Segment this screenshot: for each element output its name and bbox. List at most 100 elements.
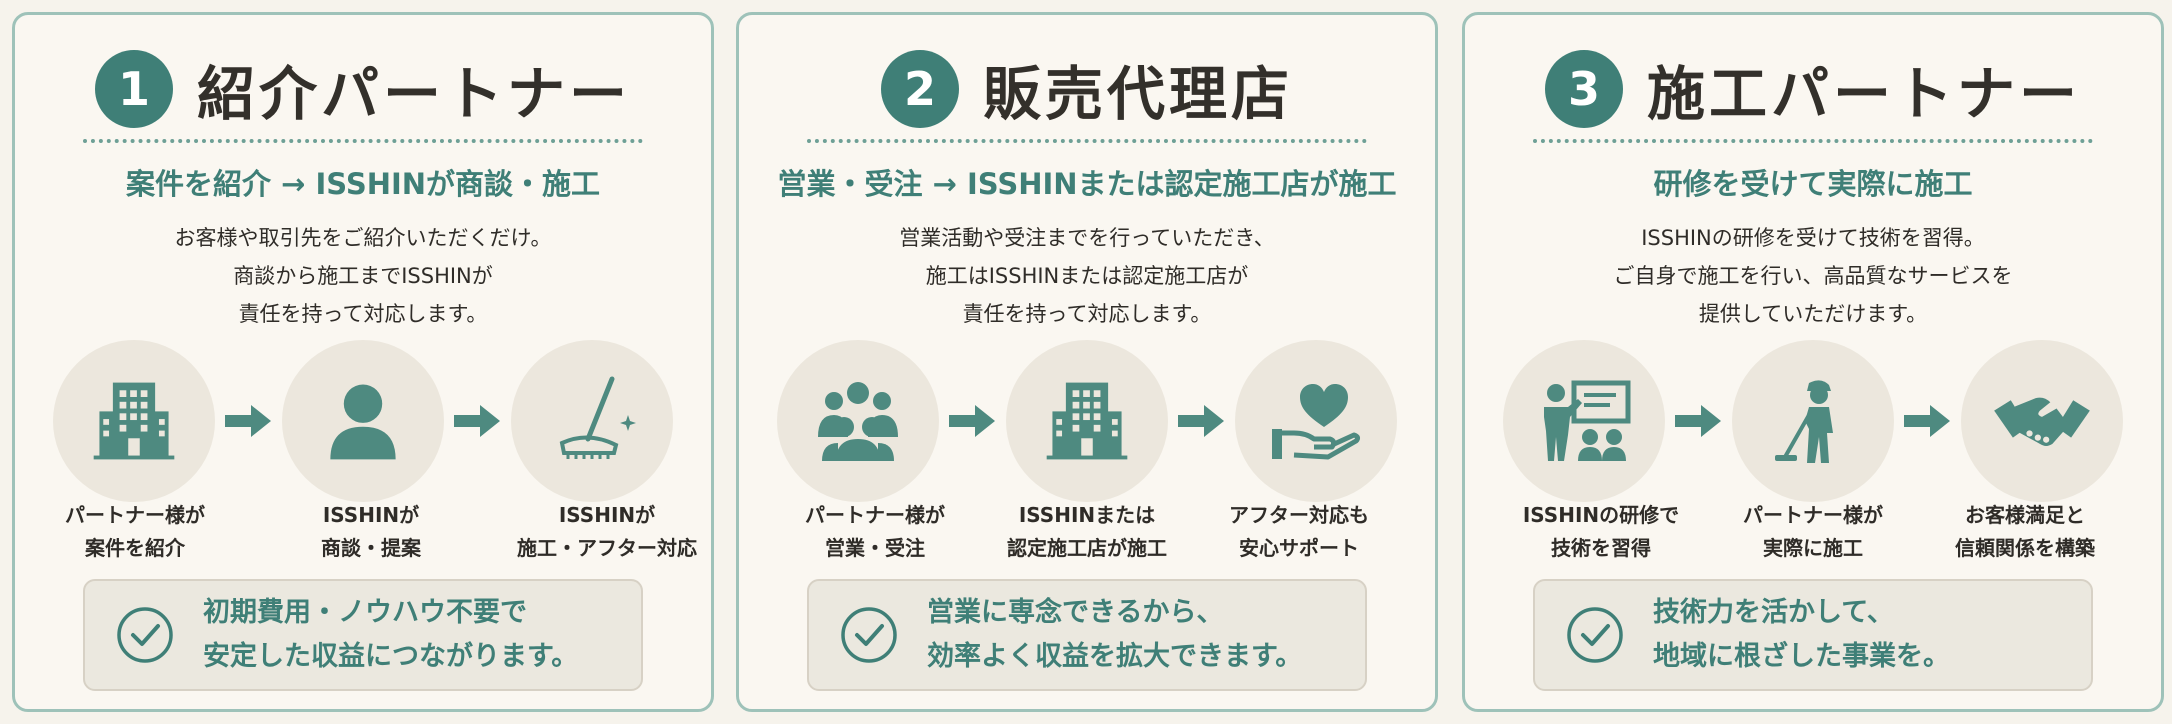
check-circle-icon [839,605,899,665]
step-label-line: アフター対応も [1229,503,1369,527]
step-label: ISSHINが 商談・提案 [273,499,469,565]
arrow-right-icon [454,401,502,441]
benefit-line: 地域に根ざした事業を。 [1653,641,1950,672]
training-icon [1534,371,1634,471]
card-description: お客様や取引先をご紹介いただくだけ。 商談から施工までISSHINが 責任を持っ… [15,219,711,333]
description-line: 責任を持って対応します。 [238,302,488,326]
description-line: お客様や取引先をご紹介いただくだけ。 [174,226,552,250]
person-icon [315,373,411,469]
dotted-divider [1533,139,2093,143]
handshake-icon [1990,369,2094,473]
process-flow [53,337,673,505]
card-subtitle: 案件を紹介 → ISSHINが商談・施工 [125,167,601,201]
step-label: ISSHINが 施工・アフター対応 [509,499,705,565]
card-subtitle: 営業・受注 → ISSHINまたは認定施工店が施工 [777,167,1397,201]
arrow-right-icon [1675,401,1723,441]
group-icon [808,371,908,471]
step-label-line: ISSHINが [322,503,420,527]
process-flow [1503,337,2123,505]
step-labels: パートナー様が 営業・受注 ISSHINまたは 認定施工店が施工 アフター対応も… [777,499,1397,565]
heart-hand-icon [1266,371,1366,471]
step-label-line: 技術を習得 [1551,536,1651,560]
benefit-text: 技術力を活かして、 地域に根ざした事業を。 [1653,591,1950,679]
description-line: 施工はISSHINまたは認定施工店が [925,264,1249,288]
step-number-badge: 2 [880,50,959,128]
step-label-line: パートナー様が [1743,503,1883,527]
step-number-badge: 1 [94,50,173,128]
benefit-banner: 営業に専念できるから、 効率よく収益を拡大できます。 [807,579,1367,691]
description-line: 責任を持って対応します。 [962,302,1212,326]
card-title: 販売代理店 [982,60,1293,128]
step-label-line: 実際に施工 [1763,536,1863,560]
step-label: ISSHINの研修で 技術を習得 [1503,499,1699,565]
benefit-banner: 初期費用・ノウハウ不要で 安定した収益につながります。 [83,579,643,691]
step-label-line: ISSHINの研修で [1522,503,1680,527]
arrow-right-icon [949,401,997,441]
card-title: 紹介パートナー [196,60,631,128]
step-circle [777,340,939,502]
benefit-text: 初期費用・ノウハウ不要で 安定した収益につながります。 [203,591,578,679]
benefit-text: 営業に専念できるから、 効率よく収益を拡大できます。 [927,591,1302,679]
step-label-line: 信頼関係を構築 [1955,536,2095,560]
benefit-line: 営業に専念できるから、 [927,597,1224,628]
step-label: ISSHINまたは 認定施工店が施工 [989,499,1185,565]
step-label: パートナー様が 案件を紹介 [37,499,233,565]
card-construction-partner: 3 施工パートナー 研修を受けて実際に施工 ISSHINの研修を受けて技術を習得… [1462,12,2164,712]
step-label-line: 営業・受注 [825,536,925,560]
process-flow [777,337,1397,505]
step-label: お客様満足と 信頼関係を構築 [1927,499,2123,565]
step-label: パートナー様が 営業・受注 [777,499,973,565]
step-labels: ISSHINの研修で 技術を習得 パートナー様が 実際に施工 お客様満足と 信頼… [1503,499,2123,565]
step-label-line: 施工・アフター対応 [517,536,697,560]
card-description: ISSHINの研修を受けて技術を習得。 ご自身で施工を行い、高品質なサービスを … [1465,219,2161,333]
step-circle [1503,340,1665,502]
dotted-divider [807,139,1367,143]
step-circle [282,340,444,502]
card-referral-partner: 1 紹介パートナー 案件を紹介 → ISSHINが商談・施工 お客様や取引先をご… [12,12,714,712]
card-sales-agent: 2 販売代理店 営業・受注 → ISSHINまたは認定施工店が施工 営業活動や受… [736,12,1438,712]
description-line: ご自身で施工を行い、高品質なサービスを [1613,264,2013,288]
description-line: 商談から施工までISSHINが [233,264,493,288]
arrow-right-icon [225,401,273,441]
mop-icon [542,371,642,471]
benefit-line: 初期費用・ノウハウ不要で [203,597,527,628]
step-labels: パートナー様が 案件を紹介 ISSHINが 商談・提案 ISSHINが 施工・ア… [37,499,705,565]
step-label: アフター対応も 安心サポート [1201,499,1397,565]
benefit-line: 技術力を活かして、 [1653,597,1894,628]
benefit-line: 安定した収益につながります。 [203,641,579,672]
card-description: 営業活動や受注までを行っていただき、 施工はISSHINまたは認定施工店が 責任… [739,219,1435,333]
step-label: パートナー様が 実際に施工 [1715,499,1911,565]
description-line: 提供していただけます。 [1698,302,1928,326]
description-line: 営業活動や受注までを行っていただき、 [899,226,1275,250]
step-label-line: ISSHINが [558,503,656,527]
step-circle [1235,340,1397,502]
step-label-line: ISSHINまたは [1018,503,1156,527]
card-subtitle: 研修を受けて実際に施工 [1653,167,1973,201]
step-label-line: パートナー様が [65,503,205,527]
step-circle [1732,340,1894,502]
step-label-line: パートナー様が [805,503,945,527]
arrow-right-icon [1178,401,1226,441]
step-label-line: 安心サポート [1239,536,1359,560]
card-header: 1 紹介パートナー [15,41,711,137]
dotted-divider [83,139,643,143]
check-circle-icon [1565,605,1625,665]
step-circle [1961,340,2123,502]
benefit-banner: 技術力を活かして、 地域に根ざした事業を。 [1533,579,2093,691]
building-icon [1039,373,1135,469]
card-header: 3 施工パートナー [1465,41,2161,137]
card-header: 2 販売代理店 [739,41,1435,137]
worker-icon [1763,371,1863,471]
check-circle-icon [115,605,175,665]
card-title: 施工パートナー [1646,60,2081,128]
step-circle [53,340,215,502]
step-circle [511,340,673,502]
description-line: ISSHINの研修を受けて技術を習得。 [1641,226,1985,250]
building-icon [86,373,182,469]
step-label-line: 案件を紹介 [85,536,185,560]
step-label-line: 認定施工店が施工 [1007,536,1167,560]
arrow-right-icon [1904,401,1952,441]
step-number-badge: 3 [1544,50,1623,128]
step-circle [1006,340,1168,502]
step-label-line: お客様満足と [1965,503,2085,527]
